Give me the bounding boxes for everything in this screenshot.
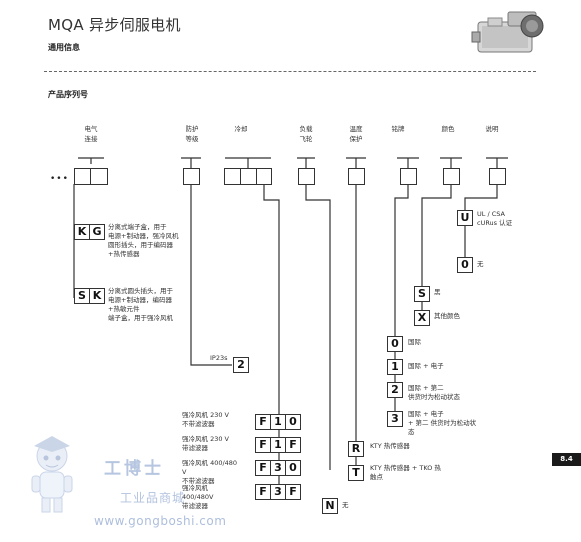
code-box-temp [348, 168, 365, 185]
code-cell: F [285, 437, 301, 453]
code-box-divider [256, 168, 257, 185]
nameplate-desc-2: 国际 + 第二 供货时为松动状态 [408, 384, 460, 401]
code-cell: K [89, 288, 105, 304]
code-cell: 1 [387, 359, 403, 375]
option-desc-sk: 分离式圆头插头，用于 电源+制动器，编码器 +热敏元件 端子盒，用于强冷风机 [108, 287, 173, 322]
header-nameplate: 铭牌 [391, 125, 405, 133]
watermark-url: www.gongboshi.com [94, 514, 227, 528]
code-cell: F [255, 414, 271, 430]
header-protection: 防护 等级 [185, 125, 199, 143]
header-electrical: 电气 连接 [84, 125, 98, 143]
code-cell: 0 [285, 460, 301, 476]
code-cell: 3 [270, 460, 286, 476]
code-cell: F [255, 460, 271, 476]
nameplate-desc-3: 国际 + 电子 + 第二 供货时为松动状 态 [408, 410, 477, 436]
code-box-color [443, 168, 460, 185]
code-box-protection [183, 168, 200, 185]
code-cell: N [322, 498, 338, 514]
code-box-nameplate [400, 168, 417, 185]
code-cell: G [89, 224, 105, 240]
code-box-cooling [224, 168, 272, 185]
page-section-tab: 8.4 [552, 453, 581, 466]
protection-label: IP23s [210, 354, 228, 362]
code-cell: 1 [270, 437, 286, 453]
code-cell: R [348, 441, 364, 457]
code-cell: 0 [457, 257, 473, 273]
option-desc-kg: 分离式端子盒，用于 电源+制动器，强冷风机 圆形插头，用于编码器 +热传感器 [108, 223, 179, 258]
header-color: 颜色 [441, 125, 455, 133]
code-box-divider [240, 168, 241, 185]
code-cell: F [285, 484, 301, 500]
leading-dots: ••• [50, 174, 69, 184]
code-cell: 1 [270, 414, 286, 430]
cooling-desc-f1f: 强冷风机 230 V 带滤波器 [182, 435, 229, 452]
page-subtitle: 通用信息 [48, 43, 80, 52]
code-cell: T [348, 465, 364, 481]
code-cell: K [74, 224, 90, 240]
code-cell: F [255, 484, 271, 500]
note-desc-0: 无 [477, 260, 484, 268]
code-cell: 0 [387, 336, 403, 352]
code-cell: S [414, 286, 430, 302]
motor-image [471, 11, 544, 53]
header-load: 负载 飞轮 [299, 125, 313, 143]
watermark-mascot-icon [31, 436, 73, 513]
nameplate-desc-1: 国际 + 电子 [408, 362, 444, 370]
note-desc-u: UL / CSA cURus 认证 [477, 210, 513, 227]
section-heading: 产品序列号 [48, 90, 88, 99]
color-desc-s: 黑 [434, 288, 441, 296]
header-divider [44, 71, 536, 72]
temp-desc-t: KTY 热传感器 + TKO 热 触点 [370, 464, 441, 481]
watermark-tagline: 工业品商城 [120, 491, 186, 505]
color-desc-x: 其他颜色 [434, 312, 460, 320]
header-temp: 温度 保护 [349, 125, 363, 143]
code-cell: X [414, 310, 430, 326]
nameplate-desc-0: 国际 [408, 338, 421, 346]
code-cell: 2 [387, 382, 403, 398]
code-box-note [489, 168, 506, 185]
code-box-electrical [74, 168, 108, 185]
code-cell: F [255, 437, 271, 453]
code-box-load [298, 168, 315, 185]
load-desc: 无 [342, 501, 349, 509]
code-cell: U [457, 210, 473, 226]
code-box-divider [90, 168, 91, 185]
code-cell: 2 [233, 357, 249, 373]
watermark-brand: 工博士 [104, 459, 164, 479]
code-cell: 3 [270, 484, 286, 500]
cooling-desc-f3f: 强冷风机 400/480V 带滤波器 [182, 484, 214, 510]
page-title: MQA 异步伺服电机 [48, 16, 181, 34]
cooling-desc-f10: 强冷风机 230 V 不带滤波器 [182, 411, 229, 428]
code-cell: S [74, 288, 90, 304]
cooling-desc-f30: 强冷风机 400/480 V 不带滤波器 [182, 459, 238, 485]
header-cooling: 冷却 [234, 125, 248, 133]
code-cell: 0 [285, 414, 301, 430]
temp-desc-r: KTY 热传感器 [370, 442, 410, 450]
code-cell: 3 [387, 411, 403, 427]
header-note: 说明 [485, 125, 499, 133]
